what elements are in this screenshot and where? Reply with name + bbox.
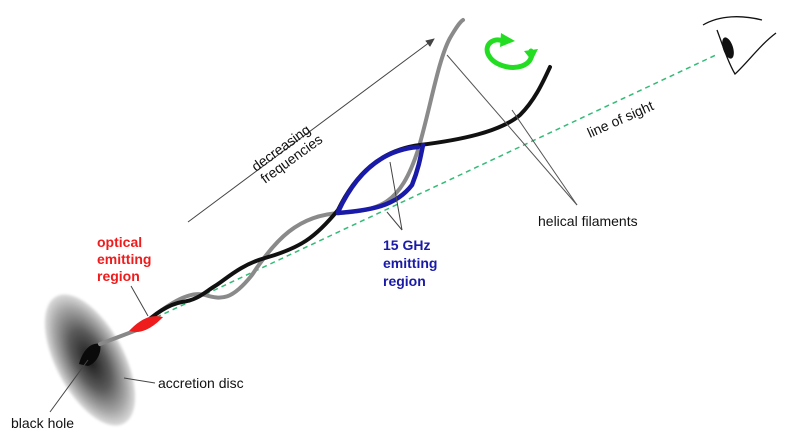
accretion-disc-label: accretion disc [158,375,244,391]
line-of-sight-label: line of sight [585,97,656,140]
optical-label-2: emitting [97,251,151,267]
black-hole-label: black hole [11,415,74,431]
optical-label-3: region [97,268,140,284]
optical-pointer [130,285,149,317]
black-hole-pointer [49,359,89,413]
rotation-arrow-icon [484,33,538,70]
ghz-label-3: region [383,273,426,289]
ghz-label-1: 15 GHz [383,237,430,253]
line-of-sight-line [139,53,719,326]
frequency-arrow [187,38,435,223]
helical-filaments-pointers [446,54,578,206]
black-hole [79,343,101,366]
ghz-emitting-region [335,142,426,216]
accretion-disc-pointer [123,377,156,384]
optical-label-1: optical [97,234,142,250]
helical-filament-black [138,65,552,330]
helical-filaments-label: helical filaments [538,213,638,229]
ghz-pointers [386,161,403,231]
eye-icon [702,16,777,76]
ghz-label-2: emitting [383,255,437,271]
optical-emitting-region [129,316,164,332]
